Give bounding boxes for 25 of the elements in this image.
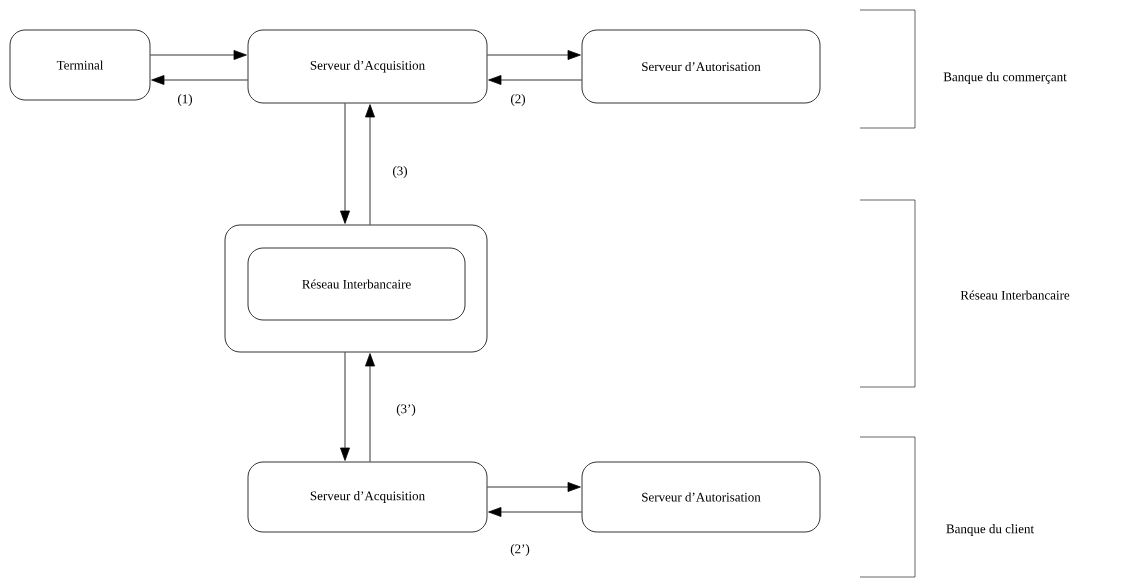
label: (3) [393, 166, 407, 178]
label: (1) [178, 94, 192, 106]
label: (3’) [396, 404, 416, 416]
process-box: Serveur d’Autorisation [581, 461, 821, 533]
arrow [340, 352, 350, 461]
process-box: Serveur d’Acquisition [247, 461, 488, 533]
process-box: Terminal [9, 29, 151, 101]
arrow [488, 75, 582, 85]
arrow [365, 353, 375, 462]
label: (2) [511, 94, 525, 106]
arrow [340, 103, 350, 224]
label: Réseau Interbancaire [960, 290, 1070, 300]
arrow [487, 482, 581, 492]
container-box [224, 224, 488, 353]
inner-box: Réseau Interbancaire [247, 247, 466, 321]
arrow [151, 75, 248, 85]
process-box: Serveur d’Acquisition [247, 29, 488, 104]
process-box: Serveur d’Autorisation [581, 29, 821, 104]
arrow [488, 507, 582, 517]
arrow [150, 50, 247, 60]
arrow [365, 104, 375, 225]
label: (2’) [510, 544, 530, 556]
arrow [487, 50, 581, 60]
label: Banque du client [946, 524, 1034, 536]
label: Banque du commerçant [943, 72, 1067, 84]
